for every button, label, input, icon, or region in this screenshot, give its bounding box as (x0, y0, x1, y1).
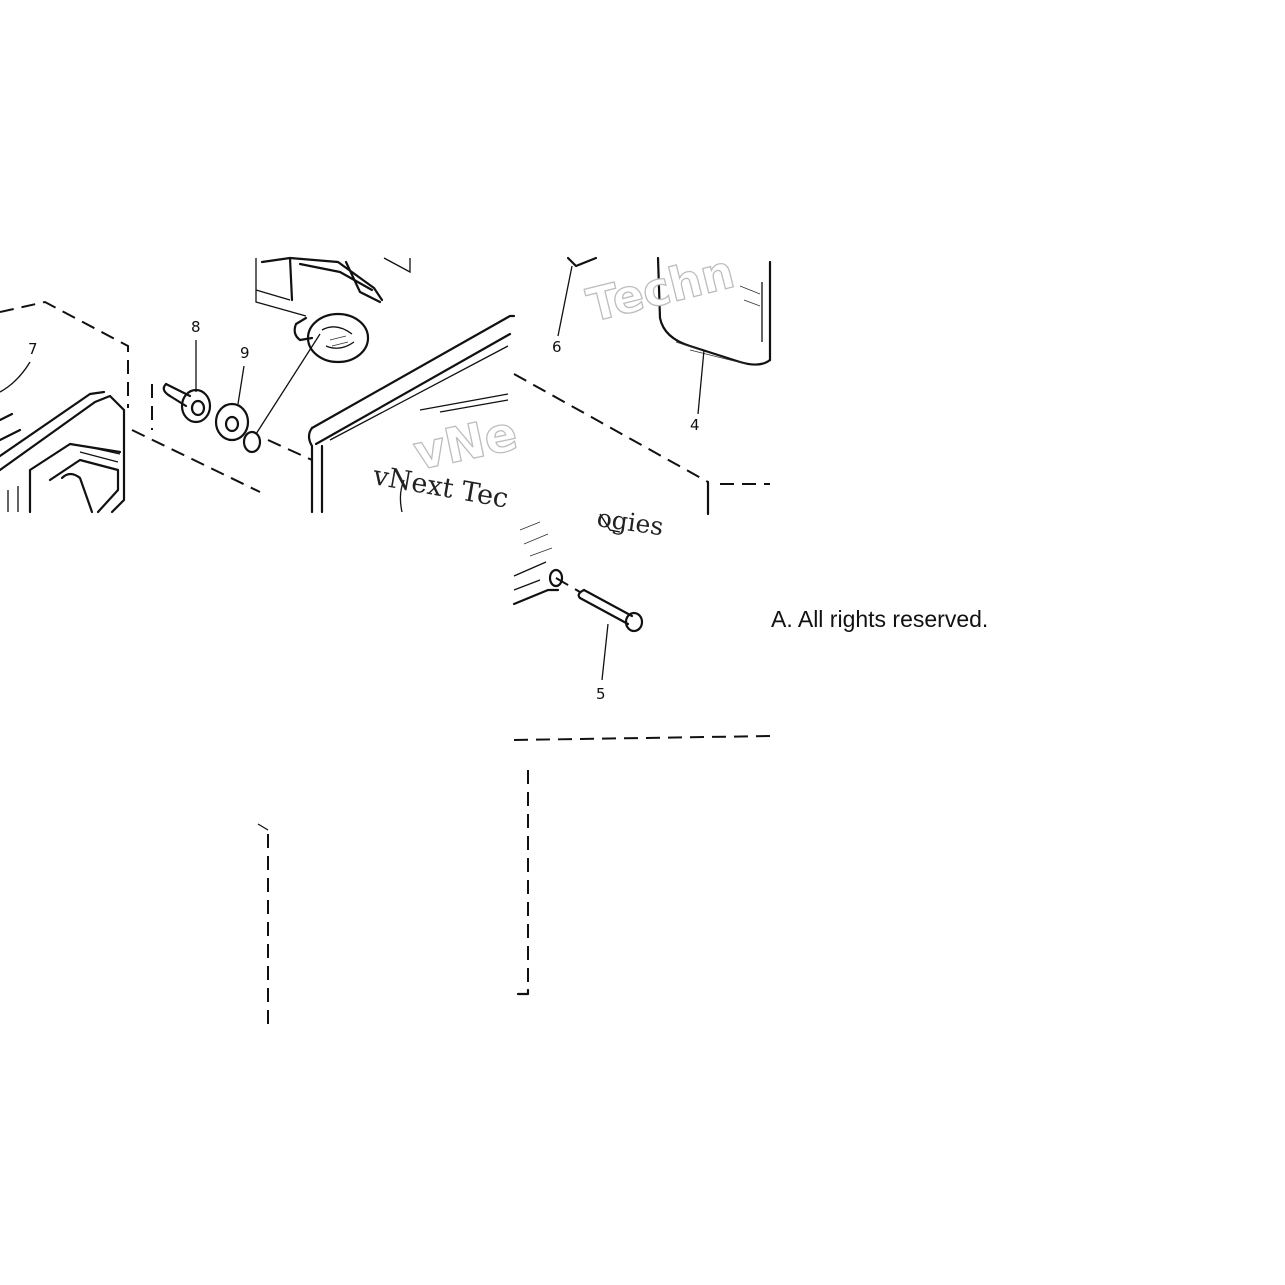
right-fragment (512, 256, 772, 996)
lower-housing (512, 513, 621, 606)
part-4-lens-cover (656, 256, 772, 366)
callout-9: 9 (237, 344, 250, 405)
part-5-screw (555, 577, 644, 633)
callout-9-label: 9 (240, 344, 250, 362)
callout-6-label: 6 (552, 338, 562, 356)
callout-4: 4 (690, 349, 705, 434)
callout-5-label: 5 (596, 685, 606, 703)
callout-7: 7 (0, 340, 38, 393)
callout-8: 8 (191, 318, 201, 392)
callout-8-label: 8 (191, 318, 201, 336)
left-housing-fragment (0, 300, 261, 514)
callout-4-label: 4 (690, 416, 700, 434)
part-9-washer (214, 402, 250, 442)
lower-left-dashed-fragment (257, 823, 269, 1028)
watermark-serif-line-2: ogies (595, 503, 665, 541)
watermark: Techn vNe vNext Tec ogies (370, 244, 740, 542)
copyright-note: A. All rights reserved. (771, 606, 989, 632)
callout-5: 5 (596, 623, 609, 703)
small-nut (242, 430, 262, 454)
callout-6: 6 (552, 265, 573, 356)
lens-frame (307, 314, 516, 514)
callout-7-label: 7 (28, 340, 38, 358)
middle-fragment (151, 256, 516, 514)
part-8-sleeve (162, 382, 212, 424)
bulb (293, 312, 370, 364)
